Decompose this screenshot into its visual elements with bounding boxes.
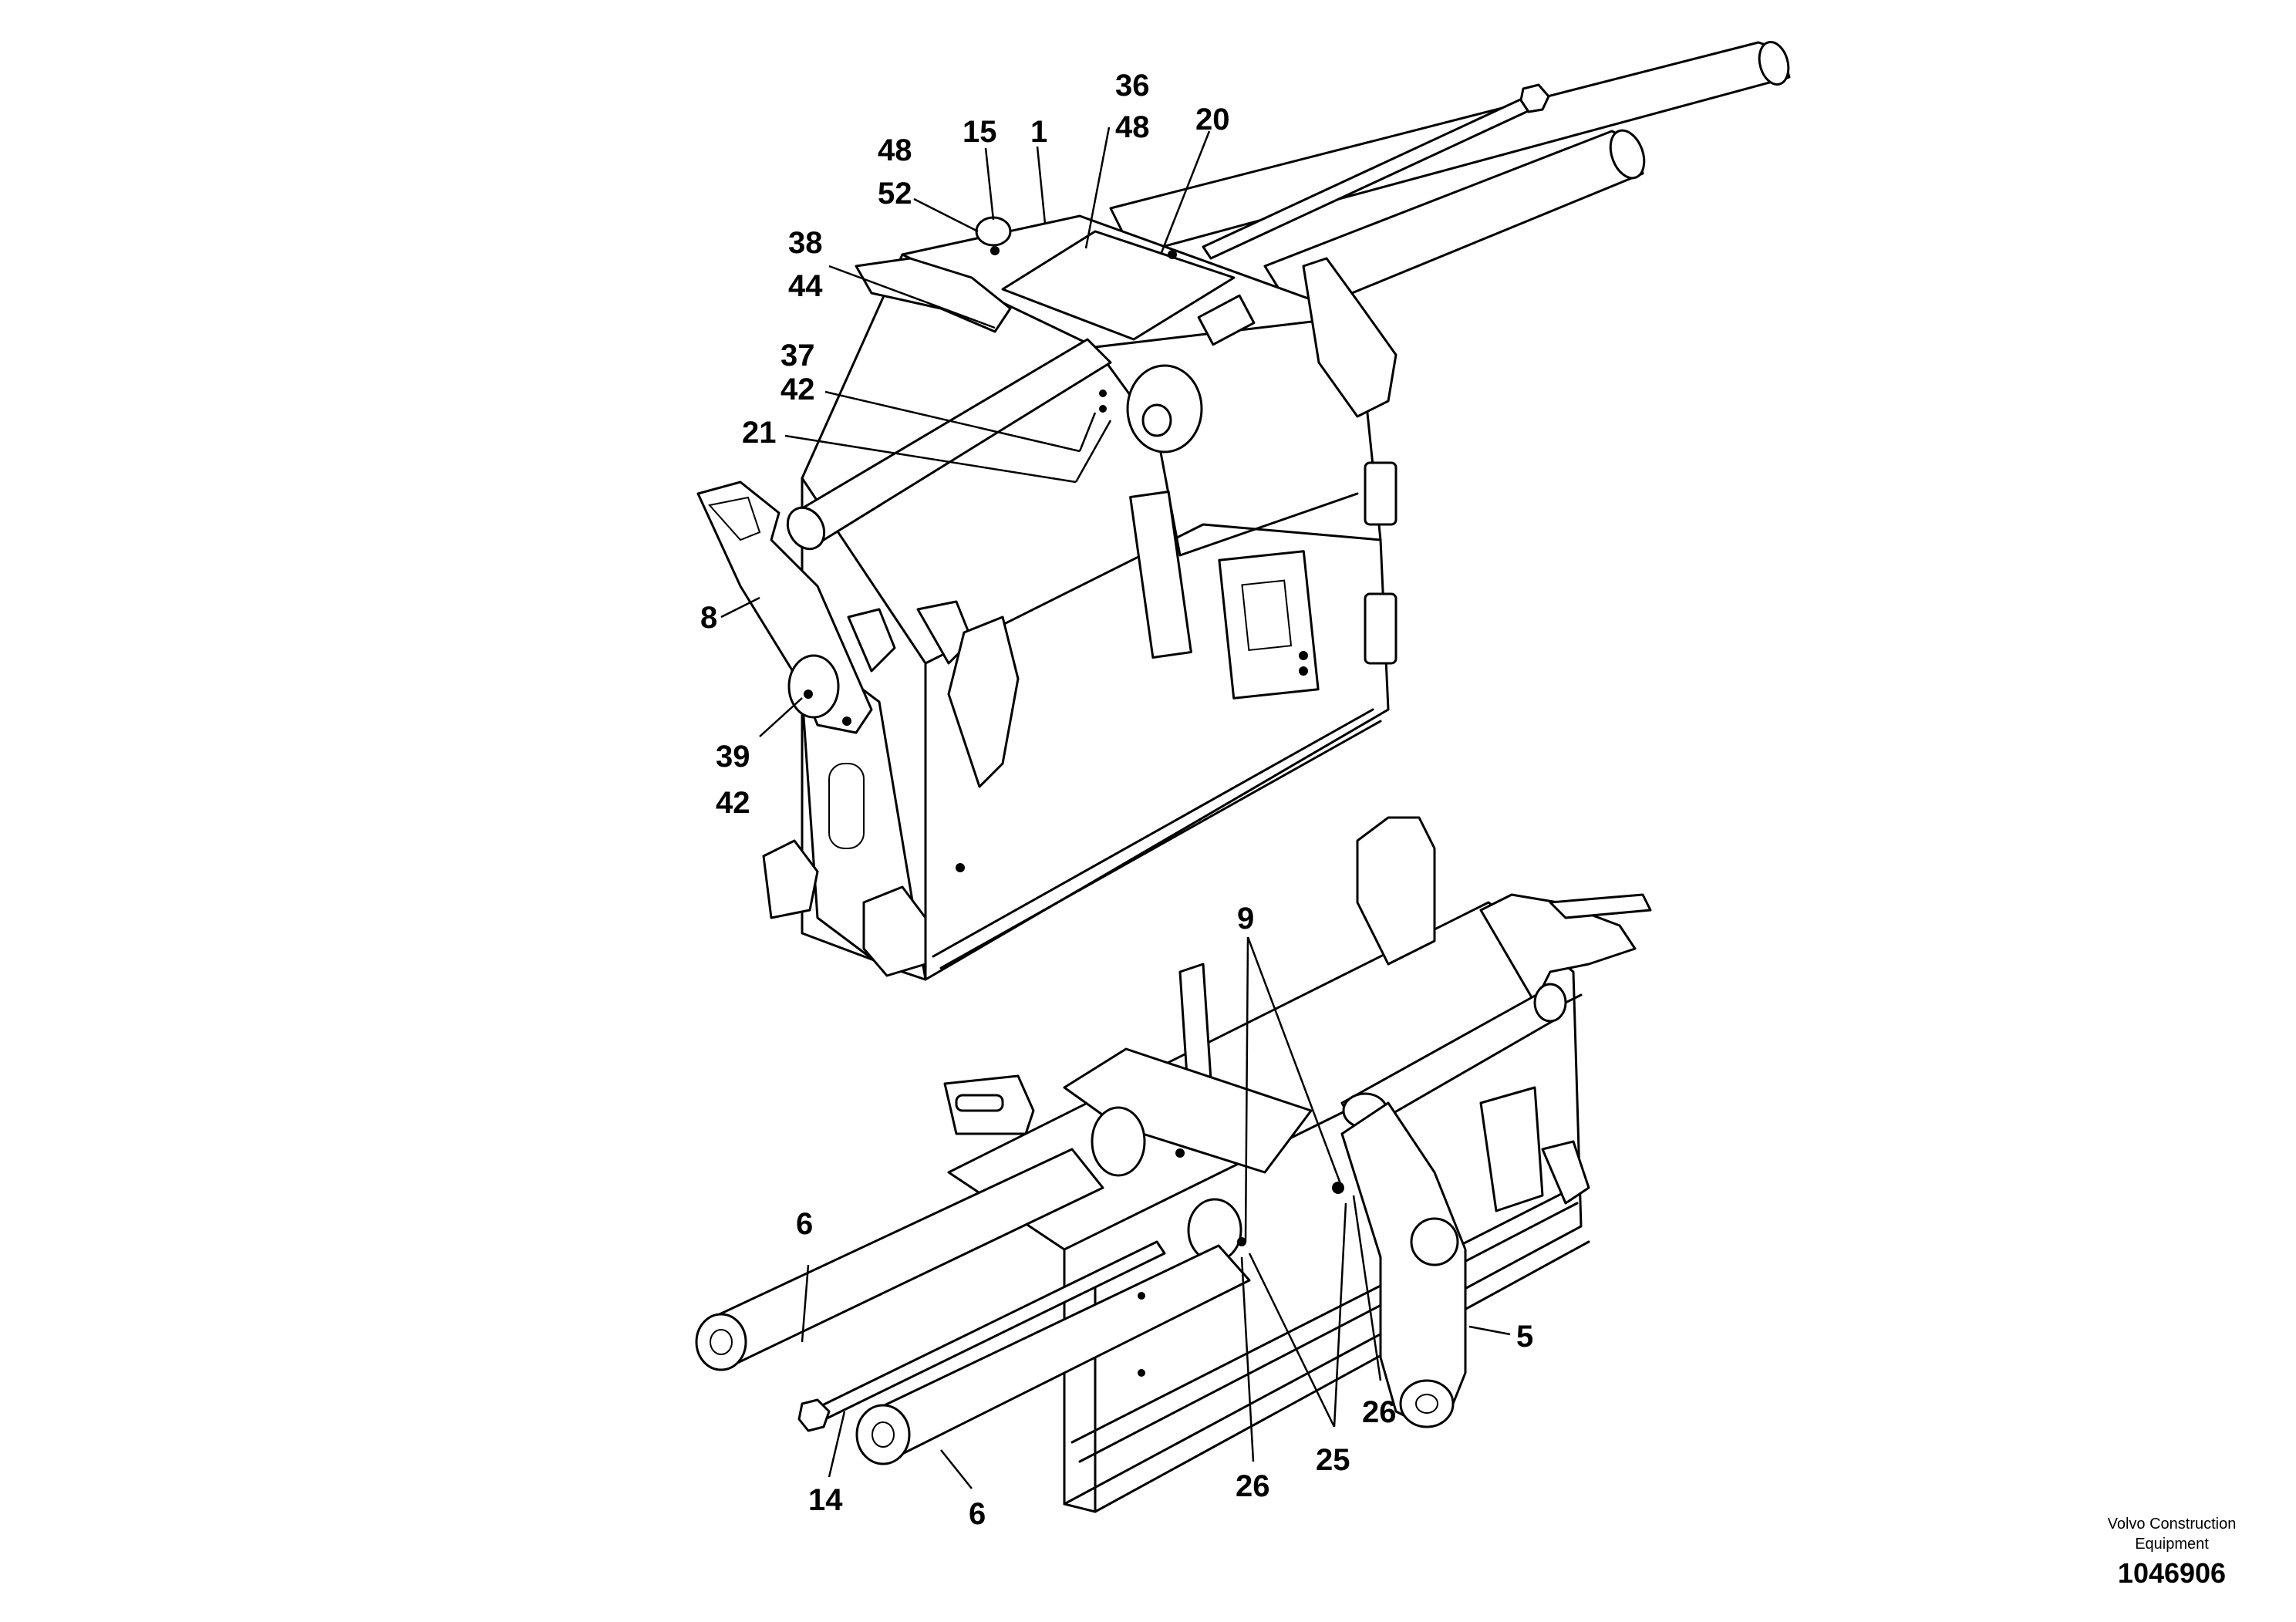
callout-48-top: 48 — [1115, 110, 1150, 144]
document-number: 1046906 — [2118, 1557, 2226, 1589]
callout-14: 14 — [808, 1483, 843, 1517]
callout-37: 37 — [781, 339, 815, 373]
callout-5: 5 — [1516, 1320, 1533, 1354]
callout-6-left: 6 — [796, 1207, 813, 1241]
upper-assembly — [696, 41, 1791, 981]
lower-assembly — [695, 816, 1652, 1513]
callout-15: 15 — [963, 115, 997, 149]
brand-line-2: Equipment — [2135, 1536, 2209, 1553]
callout-48-left: 48 — [878, 133, 912, 167]
callout-52: 52 — [878, 177, 912, 211]
brand-line-1: Volvo Construction — [2108, 1516, 2237, 1533]
callout-26-left: 26 — [1236, 1469, 1270, 1503]
callout-44: 44 — [788, 269, 823, 303]
upper-rod — [1202, 83, 1550, 260]
callout-26-right: 26 — [1362, 1395, 1397, 1429]
brand-block: Volvo Construction Equipment 1046906 — [2108, 1516, 2237, 1589]
callout-38: 38 — [788, 226, 823, 260]
callout-labels: 36 48 20 48 15 1 52 38 44 37 42 21 8 39 … — [700, 69, 1533, 1531]
callout-42-lower: 42 — [716, 786, 750, 820]
callout-25: 25 — [1316, 1443, 1350, 1477]
lower-rod — [797, 1240, 1166, 1432]
lower-cylinder-right — [855, 1244, 1251, 1465]
callout-20: 20 — [1195, 103, 1230, 137]
callout-21: 21 — [742, 416, 777, 450]
callout-39: 39 — [716, 740, 750, 774]
upper-frame — [696, 214, 1397, 981]
callout-36: 36 — [1115, 69, 1150, 103]
callout-8: 8 — [700, 601, 717, 635]
callout-6-bottom: 6 — [969, 1497, 986, 1531]
callout-42-upper: 42 — [781, 373, 815, 406]
callout-1: 1 — [1030, 115, 1047, 149]
callout-9: 9 — [1237, 902, 1254, 936]
upper-cylinder-front — [1263, 129, 1646, 318]
leader-lines — [720, 126, 1511, 1489]
lower-cylinder-left — [695, 1148, 1104, 1371]
lower-frame — [695, 816, 1652, 1513]
